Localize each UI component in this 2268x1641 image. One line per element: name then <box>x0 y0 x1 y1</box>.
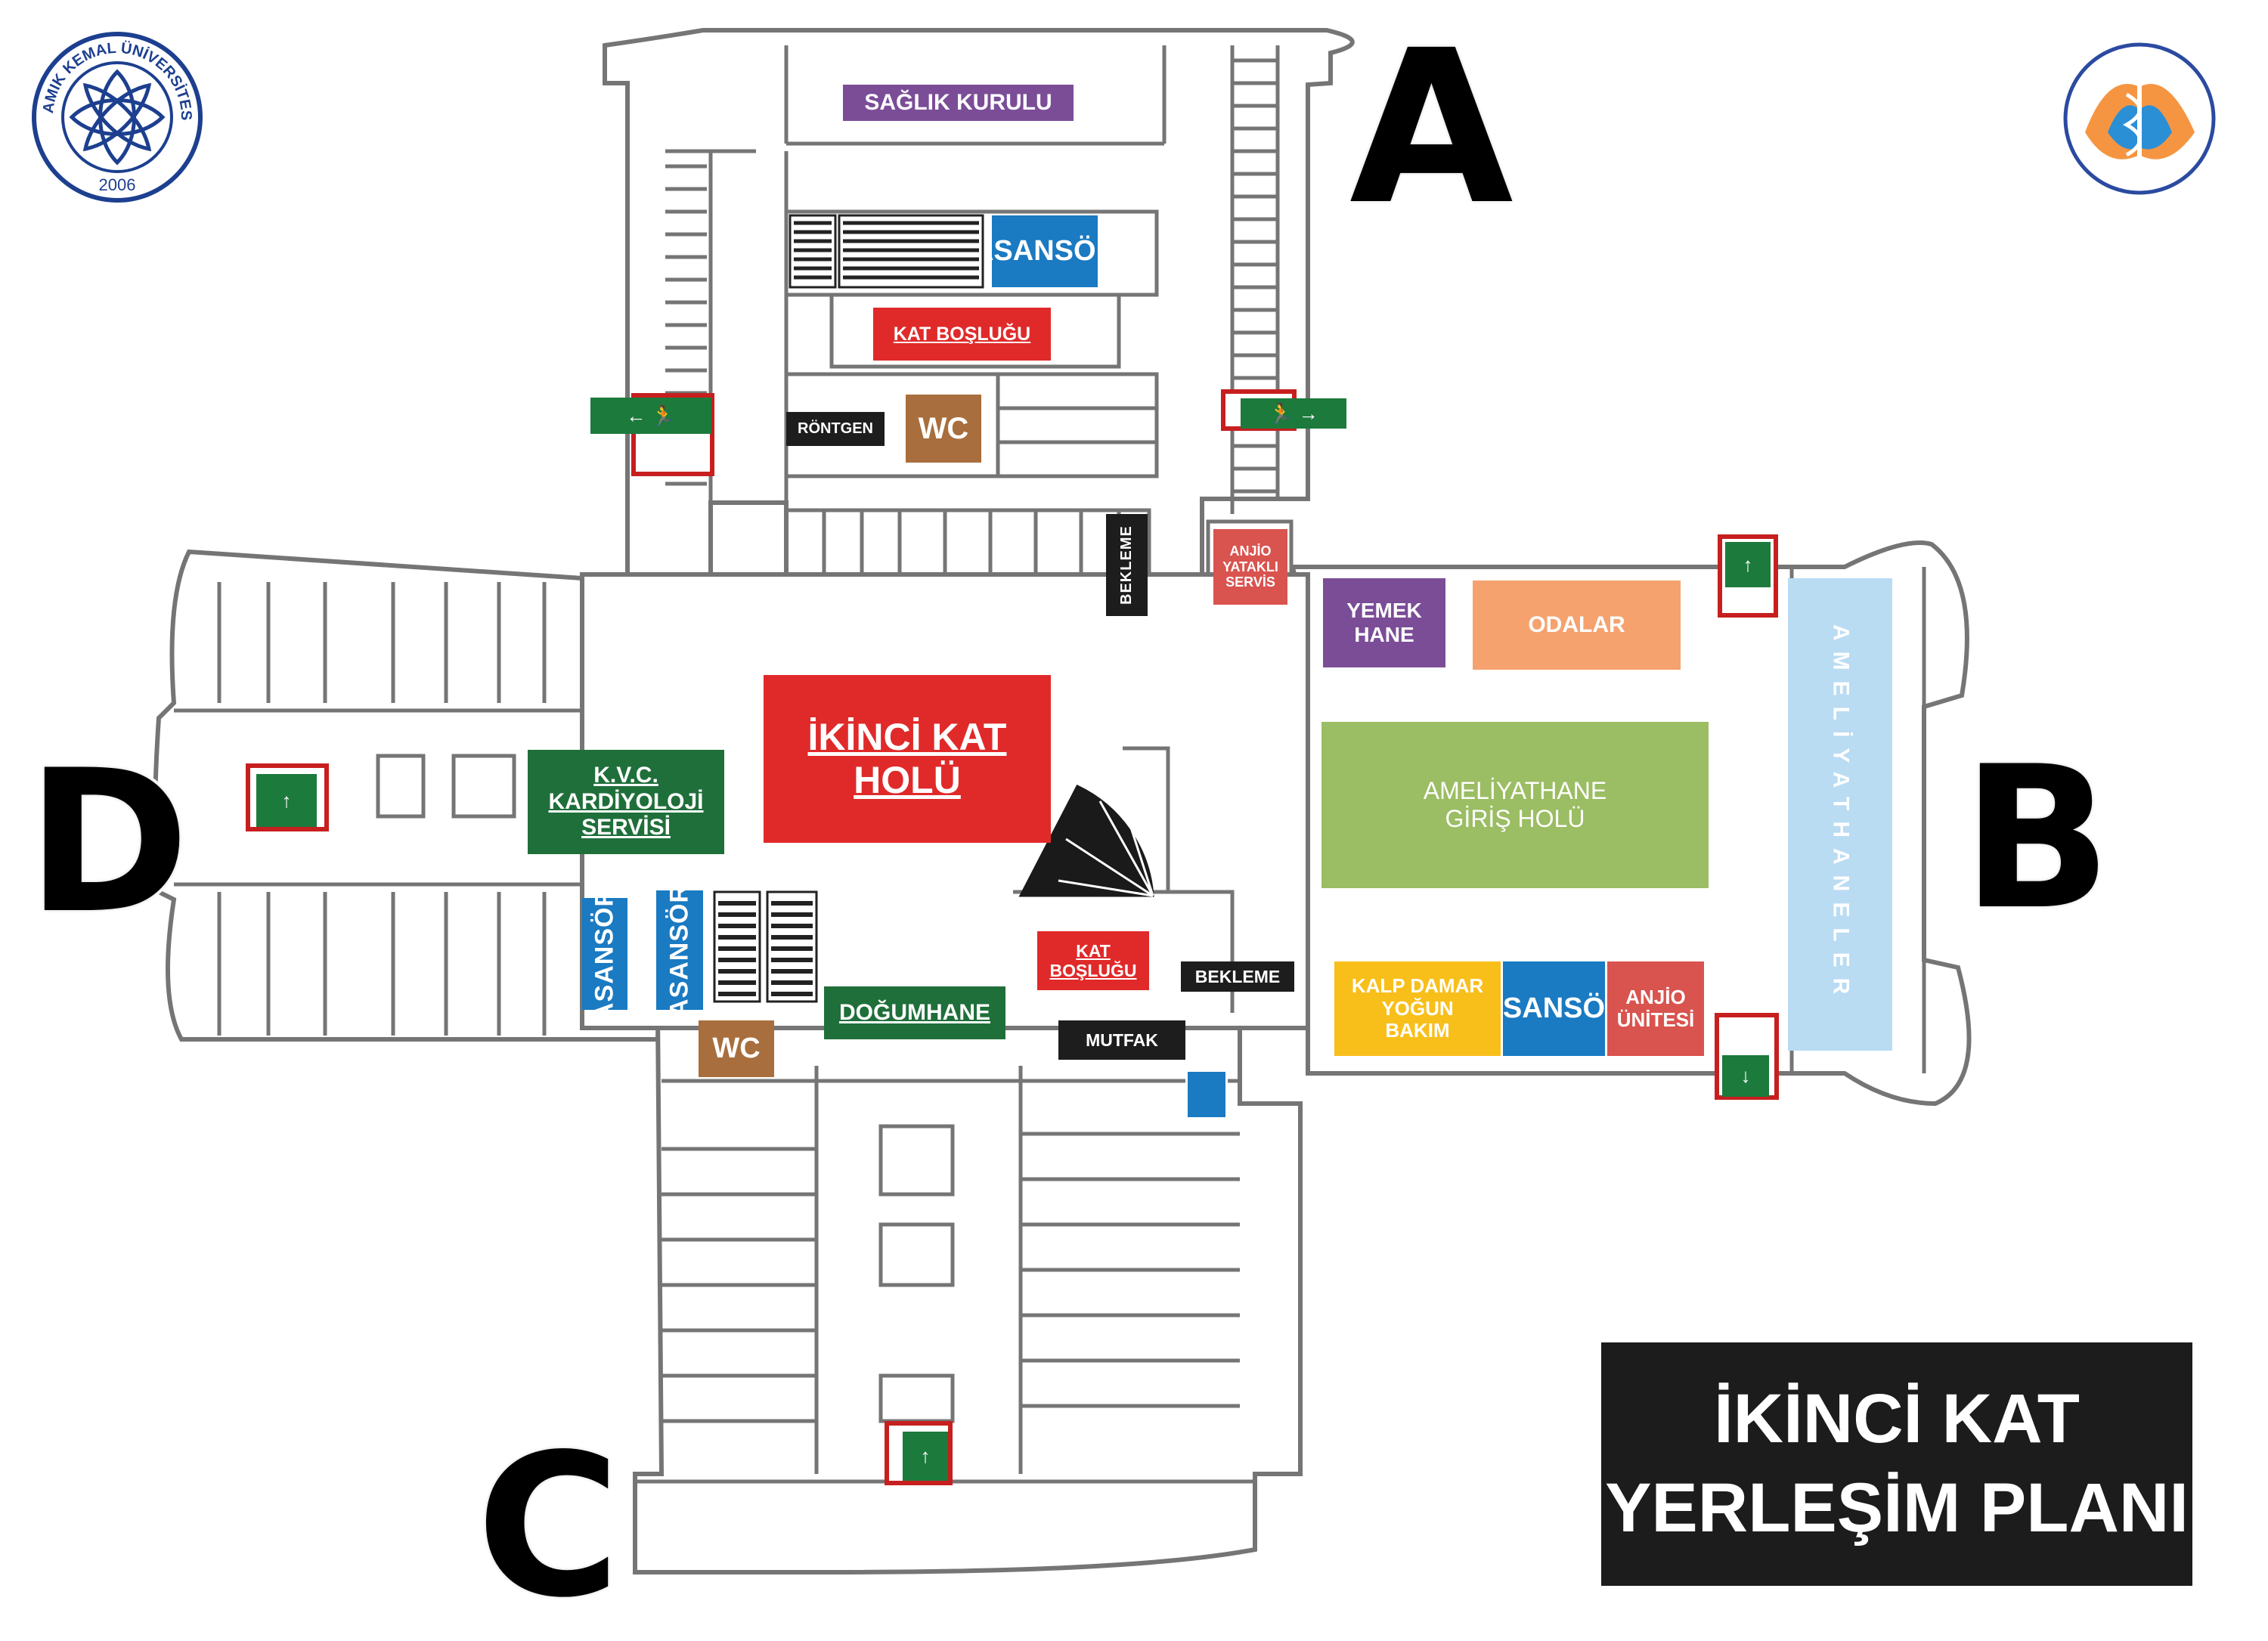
emergency-exit-icon: ↓ <box>1715 1013 1779 1100</box>
room-bekleme-c: BEKLEME <box>1181 961 1294 992</box>
room-kat-boslugu-c: KAT BOŞLUĞU <box>1037 931 1149 990</box>
room-asansor-d1: ASANSÖR <box>582 898 627 1010</box>
room-dogumhane: DOĞUMHANE <box>824 986 1005 1039</box>
room-kalp-damar: KALP DAMAR YOĞUN BAKIM <box>1334 961 1501 1056</box>
floor-title-line2: YERLEŞİM PLANI <box>1605 1469 2189 1547</box>
room-asansor-a: ASANSÖR <box>992 215 1098 287</box>
room-odalar: ODALAR <box>1473 581 1681 670</box>
vent-grille-d <box>713 890 818 1003</box>
room-kvc-kardiyoloji: K.V.C. KARDİYOLOJİ SERVİSİ <box>528 750 724 854</box>
room-anjio-yatakli: ANJİO YATAKLI SERVİS <box>1213 529 1287 605</box>
room-ameliyathaneler: AMELİYATHANELER <box>1788 578 1892 1051</box>
vent-grille-a <box>789 214 984 289</box>
room-yemekhane: YEMEK HANE <box>1323 578 1445 667</box>
emergency-exit-icon: ↑ <box>1718 534 1778 618</box>
room-rontgen: RÖNTGEN <box>786 412 885 446</box>
room-bekleme-a: BEKLEME <box>1106 514 1148 616</box>
wing-d-outline <box>153 549 713 1042</box>
accessible-elevator-icon <box>1185 1070 1228 1119</box>
university-year: 2006 <box>99 175 136 194</box>
hospital-logo <box>2063 42 2216 195</box>
wing-c-walls <box>633 1011 1303 1574</box>
room-mutfak: MUTFAK <box>1058 1020 1185 1060</box>
room-anjio-unitesi: ANJİO ÜNİTESİ <box>1607 961 1704 1056</box>
wing-letter-c: C <box>473 1413 624 1641</box>
emergency-exit-icon: ← 🏃 <box>590 393 714 476</box>
room-wc-c: WC <box>699 1020 774 1077</box>
emergency-exit-icon: ↑ <box>246 763 329 831</box>
room-asansor-b: ASANSÖR <box>1503 961 1605 1056</box>
emergency-exit-icon: 🏃 → <box>1221 389 1346 431</box>
spiral-stair <box>1018 785 1154 897</box>
room-asansor-d2: ASANSÖR <box>656 890 703 1010</box>
room-saglik-kurulu: SAĞLIK KURULU <box>843 85 1074 121</box>
university-emblem-icon <box>69 69 166 166</box>
wing-d-walls <box>153 549 713 1042</box>
room-wc-a: WC <box>906 395 981 463</box>
wing-letter-d: D <box>23 729 193 957</box>
floor-title-line1: İKİNCİ KAT <box>1714 1380 2080 1458</box>
wing-letter-a: A <box>1346 5 1517 252</box>
room-kat-boslugu-a: KAT BOŞLUĞU <box>873 308 1051 361</box>
room-ameliyathane-giris: AMELİYATHANE GİRİŞ HOLÜ <box>1321 722 1709 888</box>
wing-letter-b: B <box>1959 725 2115 953</box>
room-ikinci-kat-holu: İKİNCİ KAT HOLÜ <box>764 675 1051 843</box>
emergency-exit-icon: ↑ <box>885 1421 953 1485</box>
wing-c-outline <box>633 1011 1303 1574</box>
university-logo: NAMIK KEMAL ÜNİVERSİTESİ 2006 <box>30 30 203 203</box>
floor-title: İKİNCİ KAT YERLEŞİM PLANI <box>1601 1342 2192 1586</box>
